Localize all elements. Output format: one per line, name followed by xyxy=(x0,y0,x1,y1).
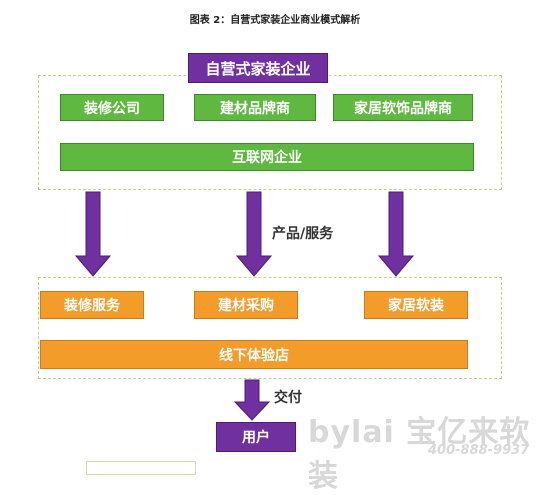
watermark-phone: 400-888-9937 xyxy=(428,443,530,458)
internet-enterprise-bar: 互联网企业 xyxy=(60,143,474,171)
user-box: 用户 xyxy=(216,422,296,452)
bottom-item-material-purchase: 建材采购 xyxy=(194,291,298,319)
offline-store-bar: 线下体验店 xyxy=(40,340,468,369)
cropped-box-edge xyxy=(86,461,196,475)
top-item-furnishing-brand: 家居软饰品牌商 xyxy=(333,94,473,121)
bottom-group-container xyxy=(38,277,502,379)
flow-arrows xyxy=(74,191,415,421)
bottom-item-decoration-service: 装修服务 xyxy=(40,291,144,319)
deliver-label: 交付 xyxy=(274,390,302,406)
arrow-down-left xyxy=(74,191,112,277)
brand-watermark: bylai 宝亿来软装 400-888-9937 xyxy=(308,407,548,494)
top-item-material-brand: 建材品牌商 xyxy=(194,94,316,121)
arrow-down-deliver xyxy=(233,379,271,421)
arrow-down-middle xyxy=(235,191,273,277)
figure-title: 图表 2：自营式家装企业商业模式解析 xyxy=(189,15,361,26)
arrow-down-right xyxy=(377,191,415,277)
bottom-item-soft-furnishing: 家居软装 xyxy=(364,291,468,319)
enterprise-header: 自营式家装企业 xyxy=(188,53,328,83)
top-item-decoration-company: 装修公司 xyxy=(60,94,164,121)
flow-label-products-services: 产品/服务 xyxy=(272,226,334,242)
